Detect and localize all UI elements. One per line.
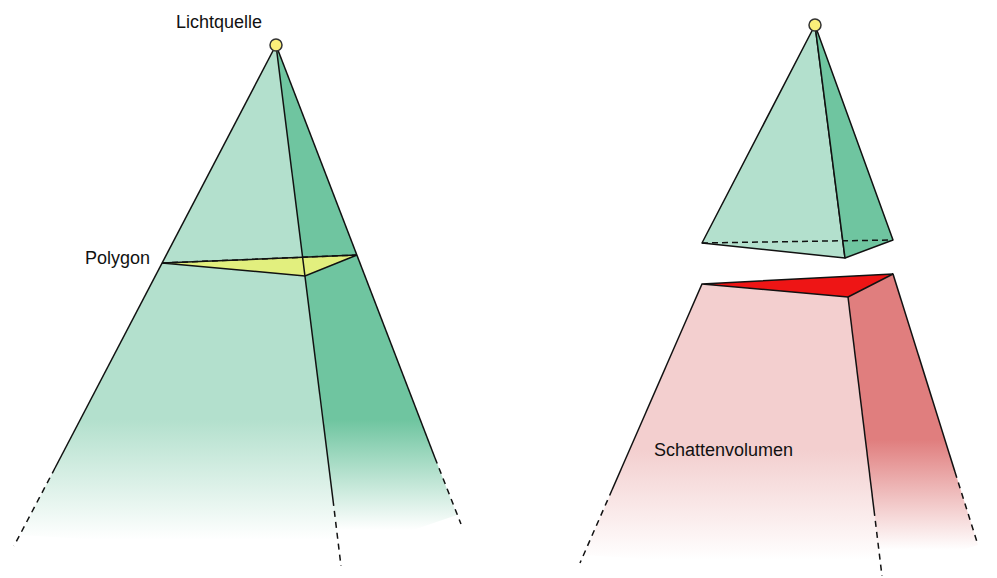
edge-dashed bbox=[435, 458, 461, 524]
edge bbox=[893, 274, 955, 472]
hidden-edge bbox=[162, 255, 357, 263]
polygon-triangle bbox=[162, 255, 357, 276]
edge-dashed bbox=[955, 472, 978, 545]
edge-dashed bbox=[874, 510, 882, 576]
edge-dashed bbox=[580, 490, 612, 563]
edge-dashed bbox=[333, 500, 341, 566]
polygon-label: Polygon bbox=[85, 248, 150, 270]
edge bbox=[276, 45, 435, 458]
edge bbox=[55, 45, 276, 468]
light-source bbox=[270, 39, 282, 51]
edge bbox=[848, 297, 874, 510]
shadow-volume-label: Schattenvolumen bbox=[654, 440, 793, 462]
edge bbox=[276, 45, 333, 500]
hidden-edge bbox=[702, 240, 893, 243]
shadow-top-polygon bbox=[702, 274, 893, 297]
light-source-label: Lichtquelle bbox=[176, 12, 262, 34]
shadow-right-face bbox=[848, 274, 978, 575]
top-pyramid-right bbox=[815, 25, 893, 258]
edge-dashed bbox=[14, 468, 55, 546]
shadow-figure bbox=[580, 19, 978, 576]
light-pyramid bbox=[14, 39, 461, 566]
shadow-left-face bbox=[584, 284, 882, 575]
right-face bbox=[276, 45, 457, 555]
light-source bbox=[809, 19, 821, 31]
